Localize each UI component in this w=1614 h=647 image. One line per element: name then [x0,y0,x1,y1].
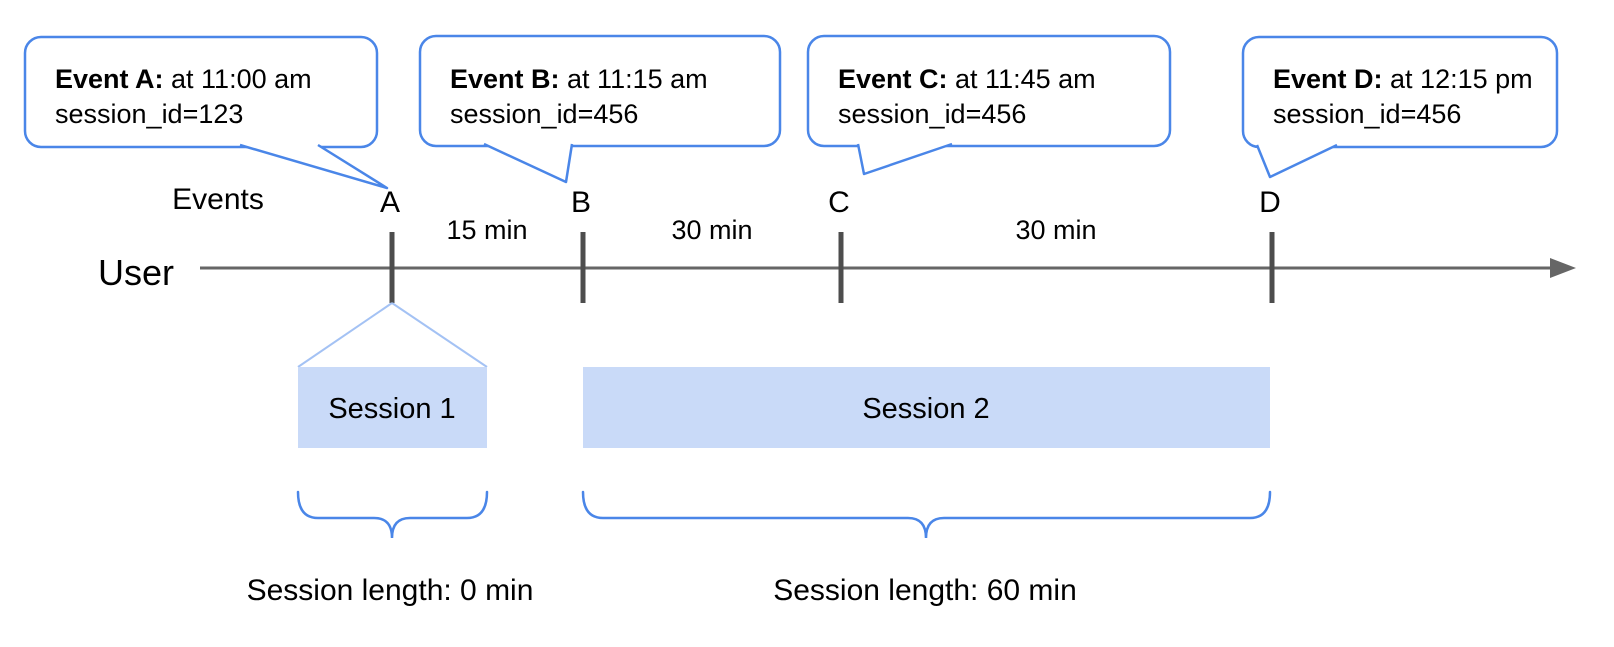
session-1-rect [298,367,487,448]
session-1-box: Session 1 [298,367,487,448]
interval-label-c-d: 30 min [1015,215,1096,245]
callout-tail-d-icon [1255,143,1338,179]
callout-event-a: Event A: at 11:00 am session_id=123 [23,35,389,190]
callout-d-line1: Event D: at 12:15 pm [1273,64,1533,94]
callout-bubble-a [23,35,379,149]
event-letter-d: D [1259,186,1281,219]
session-2-length-label: Session length: 60 min [773,574,1077,607]
callout-d-line2: session_id=456 [1273,99,1461,129]
session-2-rect [583,367,1270,448]
callout-event-d: Event D: at 12:15 pm session_id=456 [1241,35,1559,179]
callout-bubble-b [418,34,782,148]
callout-bubble-c [806,34,1172,148]
event-letter-b: B [571,186,591,219]
session-2-label: Session 2 [862,393,989,425]
interval-label-b-c: 30 min [671,215,752,245]
event-letter-a: A [380,186,400,219]
callout-a-line1: Event A: at 11:00 am [55,64,312,94]
session-1-length-label: Session length: 0 min [247,574,534,607]
timeline [200,232,1576,303]
callout-b-line2: session_id=456 [450,99,638,129]
callout-tail-b-icon [483,142,574,184]
callout-event-b: Event B: at 11:15 am session_id=456 [418,34,782,184]
timeline-arrowhead-icon [1550,258,1576,278]
callout-b-line1: Event B: at 11:15 am [450,64,708,94]
session-2-box: Session 2 [583,367,1270,448]
interval-label-a-b: 15 min [446,215,527,245]
callout-bubble-d [1241,35,1559,149]
session-2-brace-icon [581,490,1272,539]
event-letter-c: C [828,186,850,219]
callout-tail-a-icon [239,143,389,190]
session1-funnel-lines [297,302,488,368]
callout-a-line2: session_id=123 [55,99,243,129]
callout-event-c: Event C: at 11:45 am session_id=456 [806,34,1172,176]
callout-c-line2: session_id=456 [838,99,1026,129]
session-1-brace-icon [296,490,489,539]
session-1-label: Session 1 [328,393,455,425]
user-label: User [98,252,174,293]
events-label: Events [172,183,264,216]
callout-tail-c-icon [856,142,953,176]
callout-c-line1: Event C: at 11:45 am [838,64,1096,94]
